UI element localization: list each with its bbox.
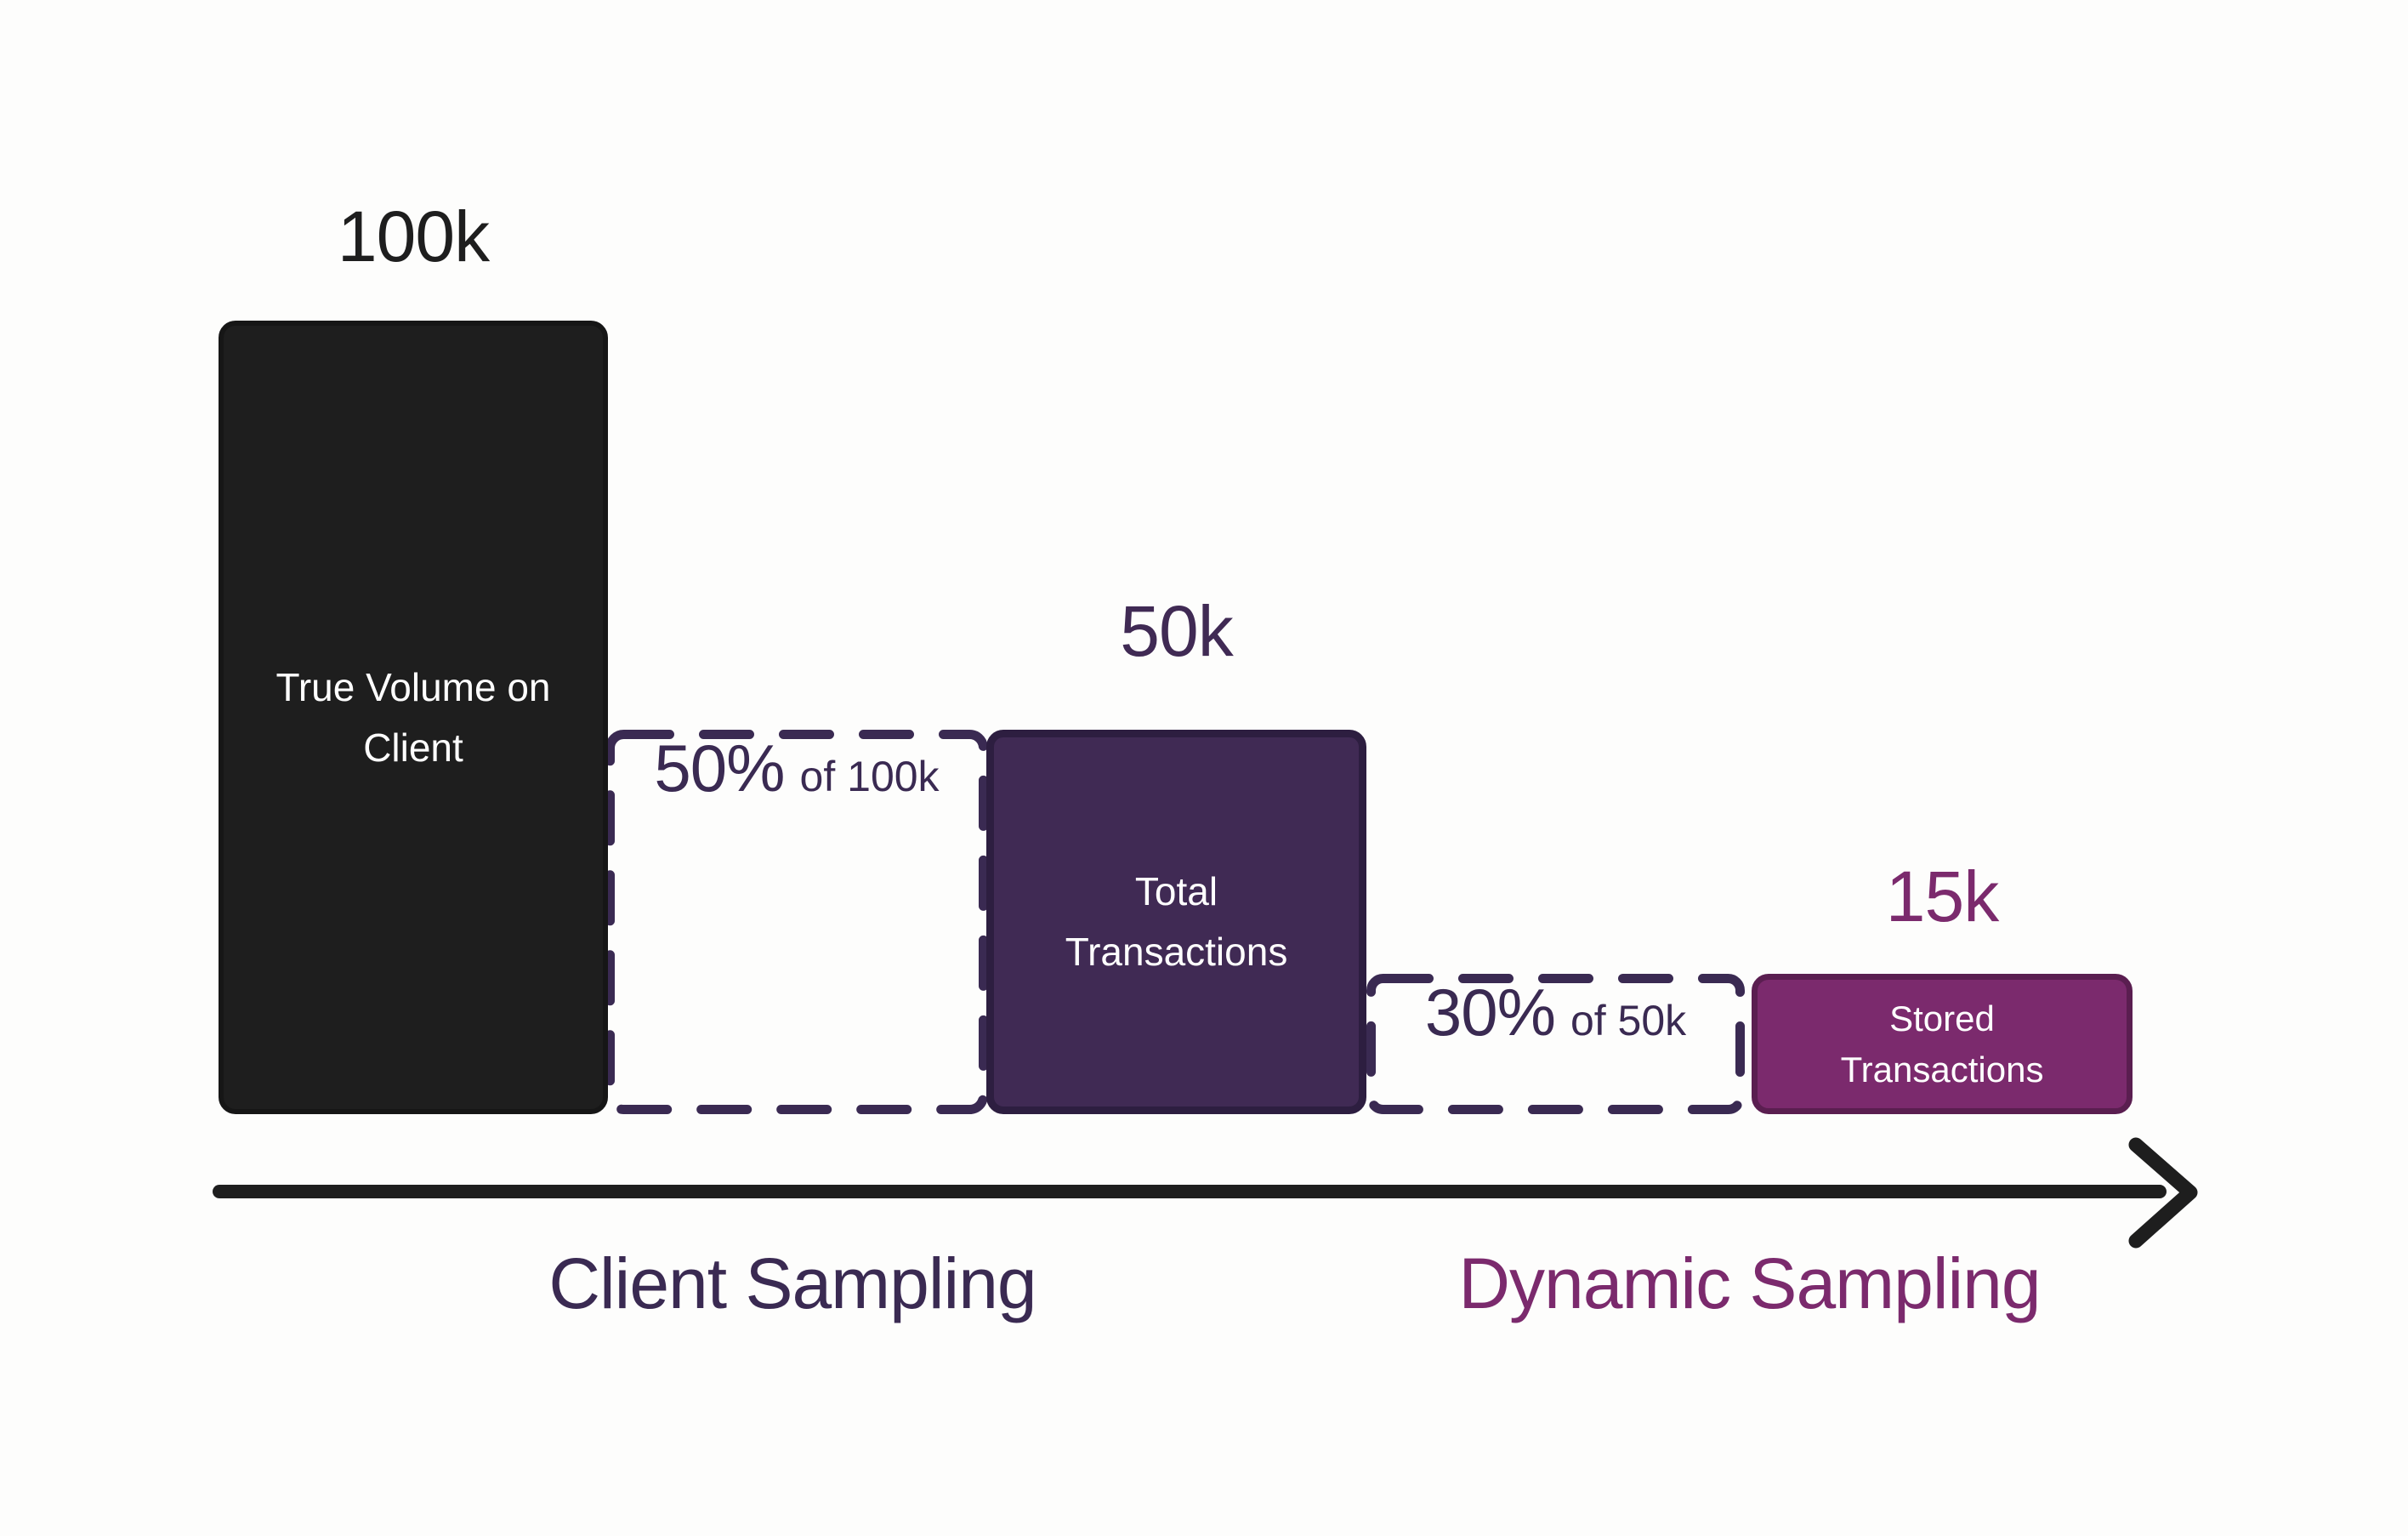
- bar-true-volume-label-line2: Client: [363, 725, 463, 770]
- reduction-dynamic-sampling: 30% of 50k: [1366, 974, 1745, 1114]
- stage-label-client-sampling: Client Sampling: [548, 1243, 1036, 1323]
- dynamic-sampling-dashed-box: [1366, 974, 1745, 1114]
- bar-total-transactions: Total Transactions: [986, 730, 1366, 1114]
- bar-true-volume-label-line1: True Volume on: [275, 664, 551, 709]
- stage-label-dynamic-sampling: Dynamic Sampling: [1458, 1243, 2041, 1323]
- value-label-15k: 15k: [1885, 856, 1999, 936]
- reduction-dynamic-of-text: of 50k: [1570, 997, 1687, 1044]
- bar-total-label-line2: Transactions: [1065, 930, 1288, 974]
- reduction-dynamic-percent: 30%: [1424, 975, 1556, 1050]
- bar-true-volume-on-client: True Volume on Client: [219, 321, 608, 1114]
- bar-total-label-line1: Total: [1134, 869, 1218, 913]
- value-label-50k: 50k: [1120, 591, 1233, 671]
- flow-arrow-head: [2128, 1137, 2198, 1249]
- value-label-100k: 100k: [337, 196, 490, 276]
- bar-stored-transactions: Stored Transactions: [1752, 974, 2133, 1114]
- reduction-client-percent: 50%: [654, 731, 785, 805]
- reduction-client-sampling: 50% of 100k: [605, 730, 988, 1114]
- bar-stored-label-line2: Transactions: [1840, 1049, 2044, 1089]
- bar-stored-label-line1: Stored: [1889, 998, 1995, 1038]
- reduction-client-of-text: of 100k: [799, 753, 940, 800]
- client-sampling-dashed-box: [605, 730, 988, 1114]
